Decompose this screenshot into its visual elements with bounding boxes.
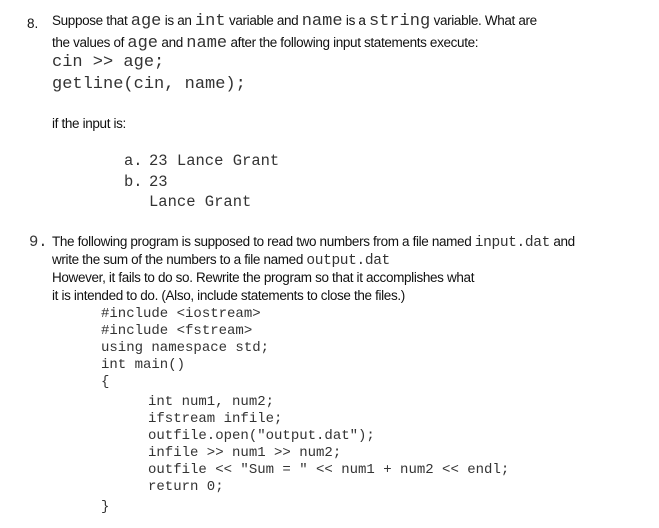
option-label: b.: [124, 173, 143, 191]
inline-code-output-dat: output.dat: [306, 253, 390, 269]
inline-code-age: age: [130, 12, 162, 31]
code-line: {: [101, 374, 110, 390]
inline-code-int: int: [194, 12, 226, 31]
input-prompt: if the input is:: [52, 116, 126, 131]
question-9-line-4: it is intended to do. (Also, include sta…: [52, 288, 405, 303]
question-9-number: 9.: [29, 233, 48, 251]
option-label: a.: [124, 152, 143, 170]
inline-code-age: age: [127, 34, 159, 53]
question-8-number: 8.: [27, 16, 39, 31]
code-line: int main(): [101, 357, 186, 373]
code-line: #include <fstream>: [101, 323, 253, 339]
question-9-line-1: The following program is supposed to rea…: [52, 234, 575, 251]
inline-code-input-dat: input.dat: [474, 235, 551, 251]
inline-code-name: name: [301, 12, 343, 31]
option-text: Lance Grant: [149, 193, 252, 211]
code-line: outfile << "Sum = " << num1 + num2 << en…: [148, 462, 510, 478]
code-line: #include <iostream>: [101, 306, 261, 322]
code-line: return 0;: [148, 479, 224, 495]
code-line: cin >> age;: [52, 53, 165, 72]
question-9-line-2: write the sum of the numbers to a file n…: [52, 252, 390, 269]
code-line: using namespace std;: [101, 340, 270, 356]
code-line: int num1, num2;: [148, 394, 275, 410]
question-8-line-2: the values of age and name after the fol…: [52, 34, 479, 53]
inline-code-name: name: [186, 34, 228, 53]
question-8-line-1: Suppose that age is an int variable and …: [52, 12, 537, 31]
inline-code-string: string: [368, 12, 431, 31]
code-line: ifstream infile;: [148, 411, 283, 427]
code-line: infile >> num1 >> num2;: [148, 445, 342, 461]
code-line: getline(cin, name);: [52, 75, 246, 94]
code-line: outfile.open("output.dat");: [148, 428, 375, 444]
question-9-line-3: However, it fails to do so. Rewrite the …: [52, 270, 475, 285]
option-text: 23 Lance Grant: [149, 152, 280, 170]
code-line: }: [101, 499, 110, 515]
option-text: 23: [149, 173, 168, 191]
